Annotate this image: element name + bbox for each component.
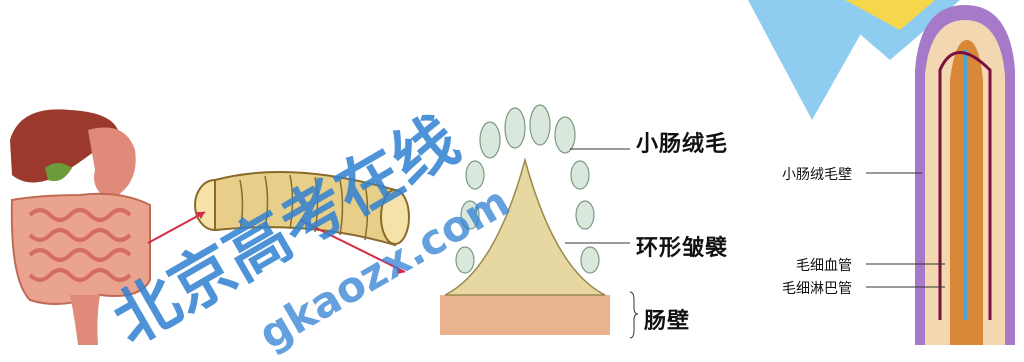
label-lymph-capillary: 毛细淋巴管 bbox=[782, 278, 852, 298]
label-circular-fold: 环形皱襞 bbox=[636, 230, 728, 262]
diagram-canvas: 小肠绒毛 环形皱襞 肠壁 小肠绒毛壁 毛细血管 毛细淋巴管 北京高考在线 gka… bbox=[0, 0, 1024, 345]
label-intestinal-wall: 肠壁 bbox=[644, 303, 690, 335]
label-villus-wall: 小肠绒毛壁 bbox=[782, 164, 852, 184]
label-capillary: 毛细血管 bbox=[796, 255, 852, 275]
label-villi: 小肠绒毛 bbox=[636, 126, 728, 158]
